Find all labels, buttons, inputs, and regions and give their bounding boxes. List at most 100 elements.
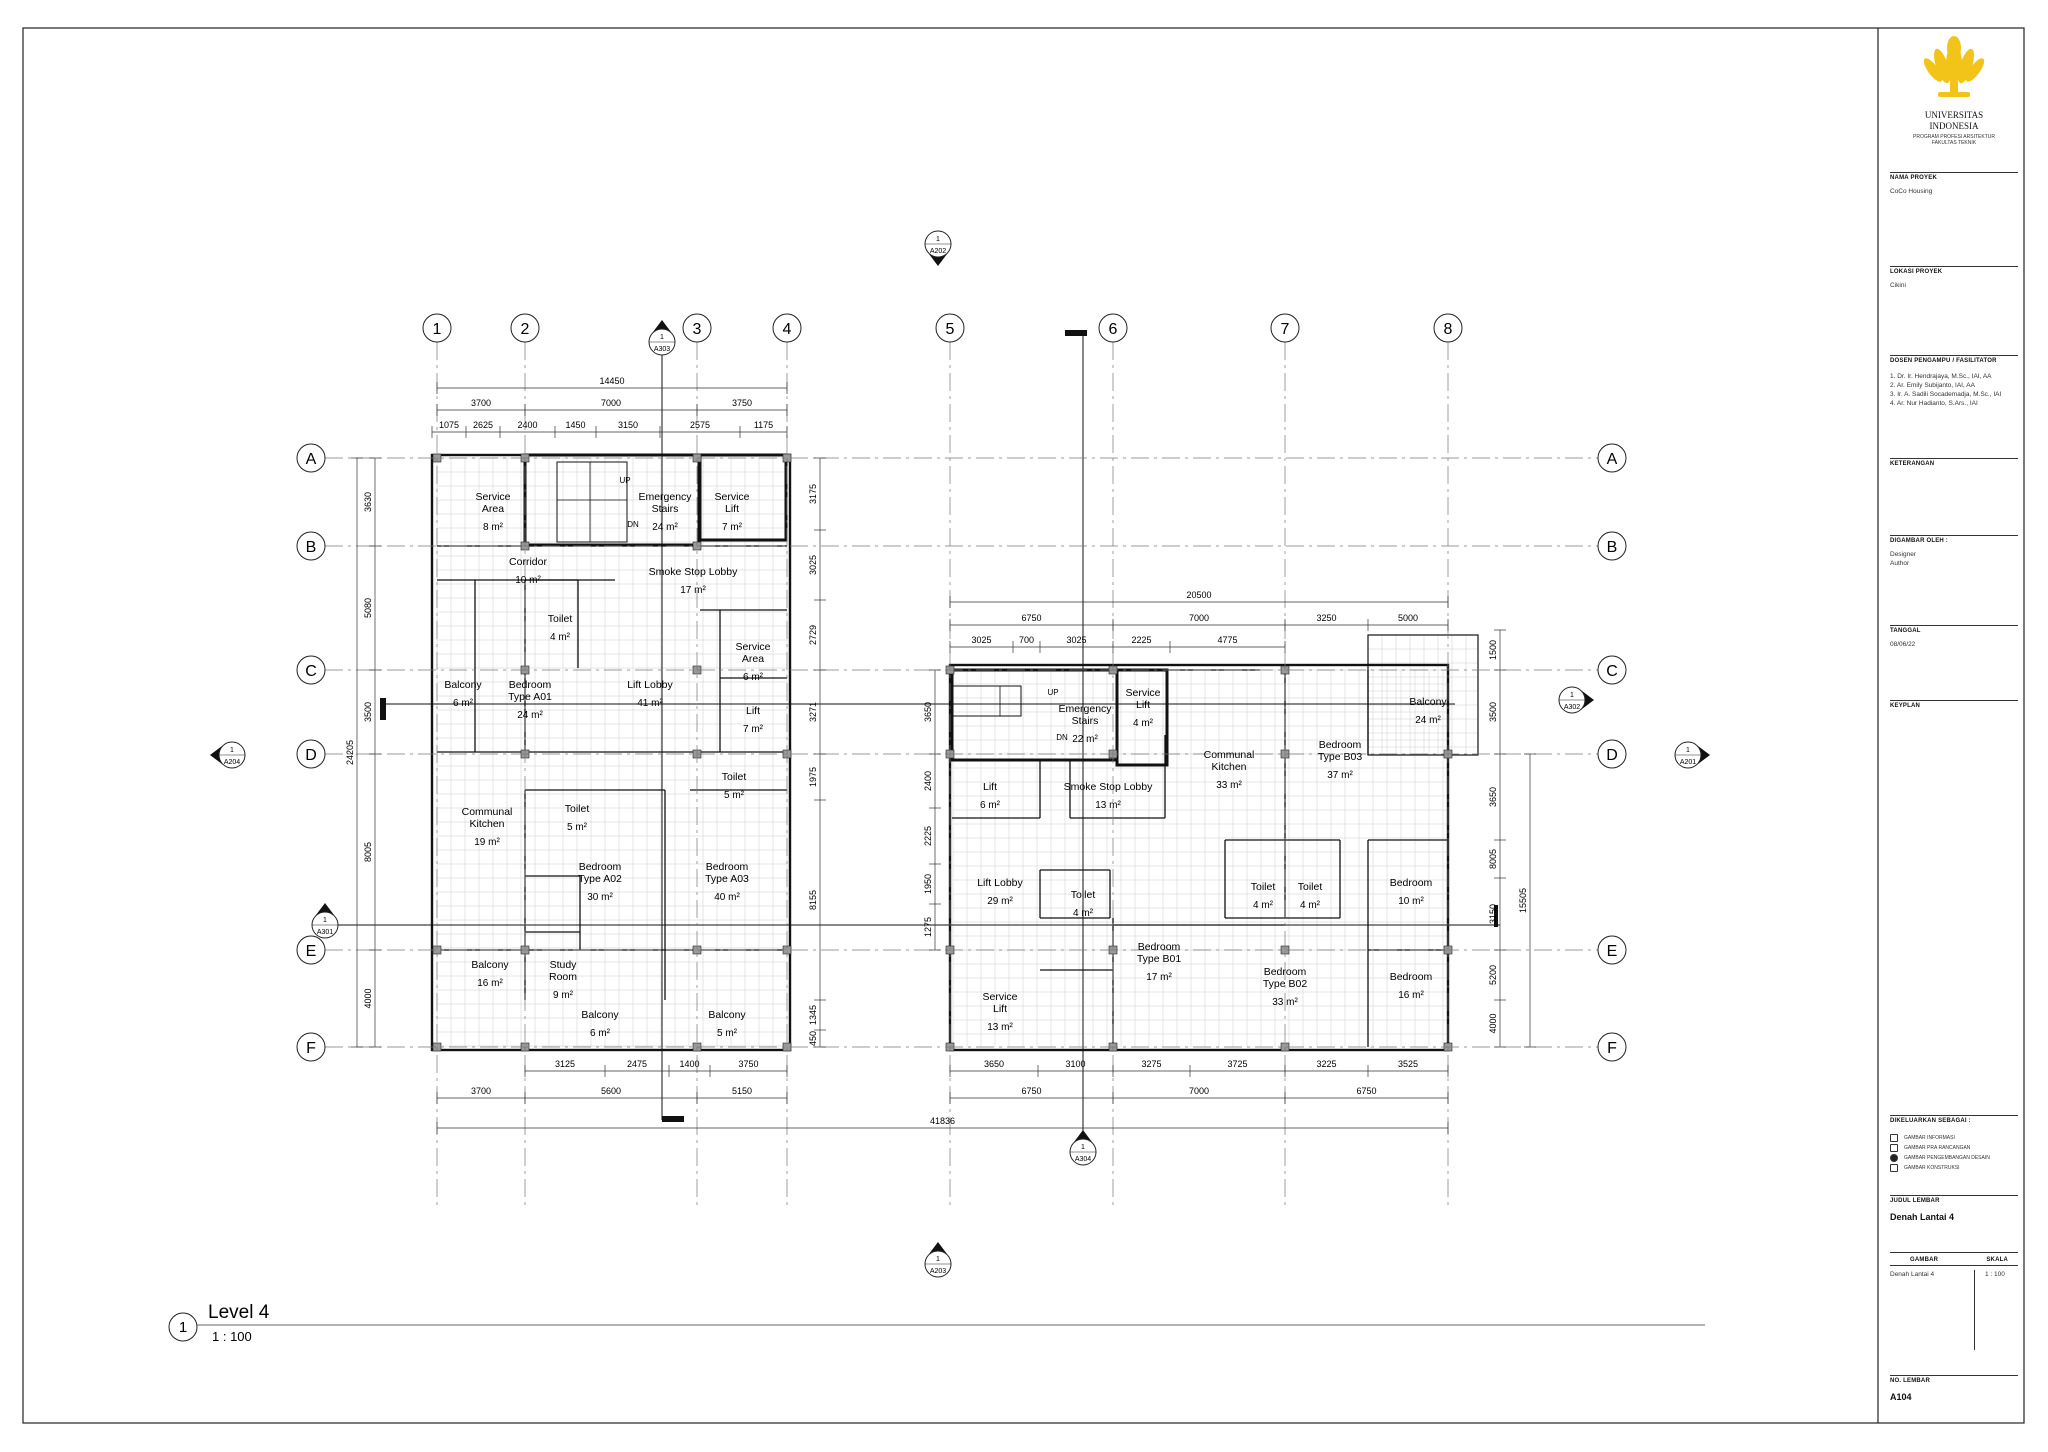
room-name: Toilet <box>1298 881 1323 893</box>
checkbox-icon[interactable] <box>1890 1164 1898 1172</box>
room-name-line: Bedroom <box>509 679 552 691</box>
room-area: 4 m² <box>1300 900 1321 911</box>
room-area: 6 m² <box>590 1028 611 1039</box>
section-marker-number: 1 <box>1081 1144 1085 1151</box>
grid-label: B <box>306 539 317 556</box>
issued-option-selected[interactable]: GAMBAR PENGEMBANGAN DESAIN <box>1890 1154 2018 1162</box>
room-name: Toilet <box>722 771 747 783</box>
grid-bubble <box>422 313 452 343</box>
drawn-by-label: DIGAMBAR OLEH : <box>1890 538 1948 544</box>
location-label: LOKASI PROYEK <box>1890 269 1943 275</box>
section-marker-number: 1 <box>660 334 664 341</box>
room-area: 24 m² <box>517 710 543 721</box>
room-name-line: Service <box>714 491 749 503</box>
room-area: 6 m² <box>453 698 474 709</box>
section-cut-head <box>1494 905 1498 927</box>
grid-bubble <box>296 655 326 685</box>
grid-bubble <box>510 313 540 343</box>
grid-label: F <box>1607 1040 1617 1057</box>
room-area: 10 m² <box>515 575 541 586</box>
sheet-number-label: NO. LEMBAR <box>1890 1378 1930 1384</box>
sheet-number-value: A104 <box>1890 1392 1912 1402</box>
room-area: 8 m² <box>483 522 504 533</box>
grid-bubble <box>1597 531 1627 561</box>
room-area: 29 m² <box>987 896 1013 907</box>
room-name-line: Kitchen <box>469 818 504 830</box>
dimension-text: 3700 <box>471 1086 491 1096</box>
room-name-line: Bedroom <box>706 861 749 873</box>
dimension-text: 8005 <box>1488 849 1498 869</box>
dimension-text: 20500 <box>1186 590 1211 600</box>
checkbox-checked-icon[interactable] <box>1890 1154 1898 1162</box>
sheet-border <box>22 27 2025 1424</box>
room-name-line: Bedroom <box>1264 966 1307 978</box>
room-name-line: Lift <box>983 781 997 793</box>
room-name-line: Toilet <box>1298 881 1323 893</box>
grid-label: A <box>1607 451 1618 468</box>
dimension-text: 1345 <box>808 1005 818 1025</box>
checkbox-icon[interactable] <box>1890 1134 1898 1142</box>
room-area: 24 m² <box>652 522 678 533</box>
university-logo-icon <box>1923 36 1985 97</box>
dimension-text: 7000 <box>601 398 621 408</box>
room-name: Toilet <box>565 803 590 815</box>
issued-option[interactable]: GAMBAR INFORMASI <box>1890 1134 2018 1142</box>
section-marker-number: 1 <box>936 1256 940 1263</box>
grid-bubble <box>1433 313 1463 343</box>
issued-option[interactable]: GAMBAR PRA RANCANGAN <box>1890 1144 2018 1152</box>
room-name: Balcony <box>581 1009 619 1021</box>
lecturer-item: 1. Dr. Ir. Hendrajaya, M.Sc., IAI, AA <box>1890 373 1992 380</box>
room-area: 7 m² <box>722 522 743 533</box>
stair-direction: DN <box>627 520 639 529</box>
room-name-line: Stairs <box>652 503 679 515</box>
dimension-text: 2575 <box>690 420 710 430</box>
issued-option[interactable]: GAMBAR KONSTRUKSI <box>1890 1164 2018 1172</box>
checkbox-icon[interactable] <box>1890 1144 1898 1152</box>
grid-bubble <box>935 313 965 343</box>
dimension-text: 3025 <box>808 555 818 575</box>
room-area: 6 m² <box>743 672 764 683</box>
grid-label: D <box>305 747 317 764</box>
room-name-line: Type A03 <box>705 873 749 885</box>
grid-bubble <box>296 443 326 473</box>
grid-bubble <box>1597 935 1627 965</box>
section-marker-ref: A303 <box>654 346 670 353</box>
dimension-text: 6750 <box>1356 1086 1376 1096</box>
dimension-text: 5200 <box>1488 965 1498 985</box>
grid-label: F <box>306 1040 316 1057</box>
stair-direction: DN <box>1056 733 1068 742</box>
dimension-text: 3125 <box>555 1059 575 1069</box>
room-area: 4 m² <box>1253 900 1274 911</box>
dimension-text: 6750 <box>1021 613 1041 623</box>
grid-label: A <box>306 451 317 468</box>
grid-label: 7 <box>1281 321 1290 338</box>
room-area: 24 m² <box>1415 715 1441 726</box>
dimension-text: 3525 <box>1398 1059 1418 1069</box>
dimension-text: 7000 <box>1189 613 1209 623</box>
date-value: 08/06/22 <box>1890 641 1916 648</box>
room-name-line: Balcony <box>708 1009 746 1021</box>
dimension-text: 1075 <box>439 420 459 430</box>
dimension-text: 4000 <box>363 988 373 1008</box>
section-marker-number: 1 <box>936 236 940 243</box>
dimension-text: 2400 <box>517 420 537 430</box>
program-name: PROGRAM PROFESI ARSITEKTUR FAKULTAS TEKN… <box>1913 134 1995 146</box>
grid-bubble <box>296 1032 326 1062</box>
room-name: Toilet <box>548 613 573 625</box>
room-name-line: Stairs <box>1072 715 1099 727</box>
section-marker-ref: A204 <box>224 759 240 766</box>
section-cut-head <box>380 698 386 720</box>
issued-label: DIKELUARKAN SEBAGAI : <box>1890 1118 1971 1124</box>
grid-label: 6 <box>1109 321 1118 338</box>
room-name: Toilet <box>1251 881 1276 893</box>
grid-label: D <box>1606 747 1618 764</box>
